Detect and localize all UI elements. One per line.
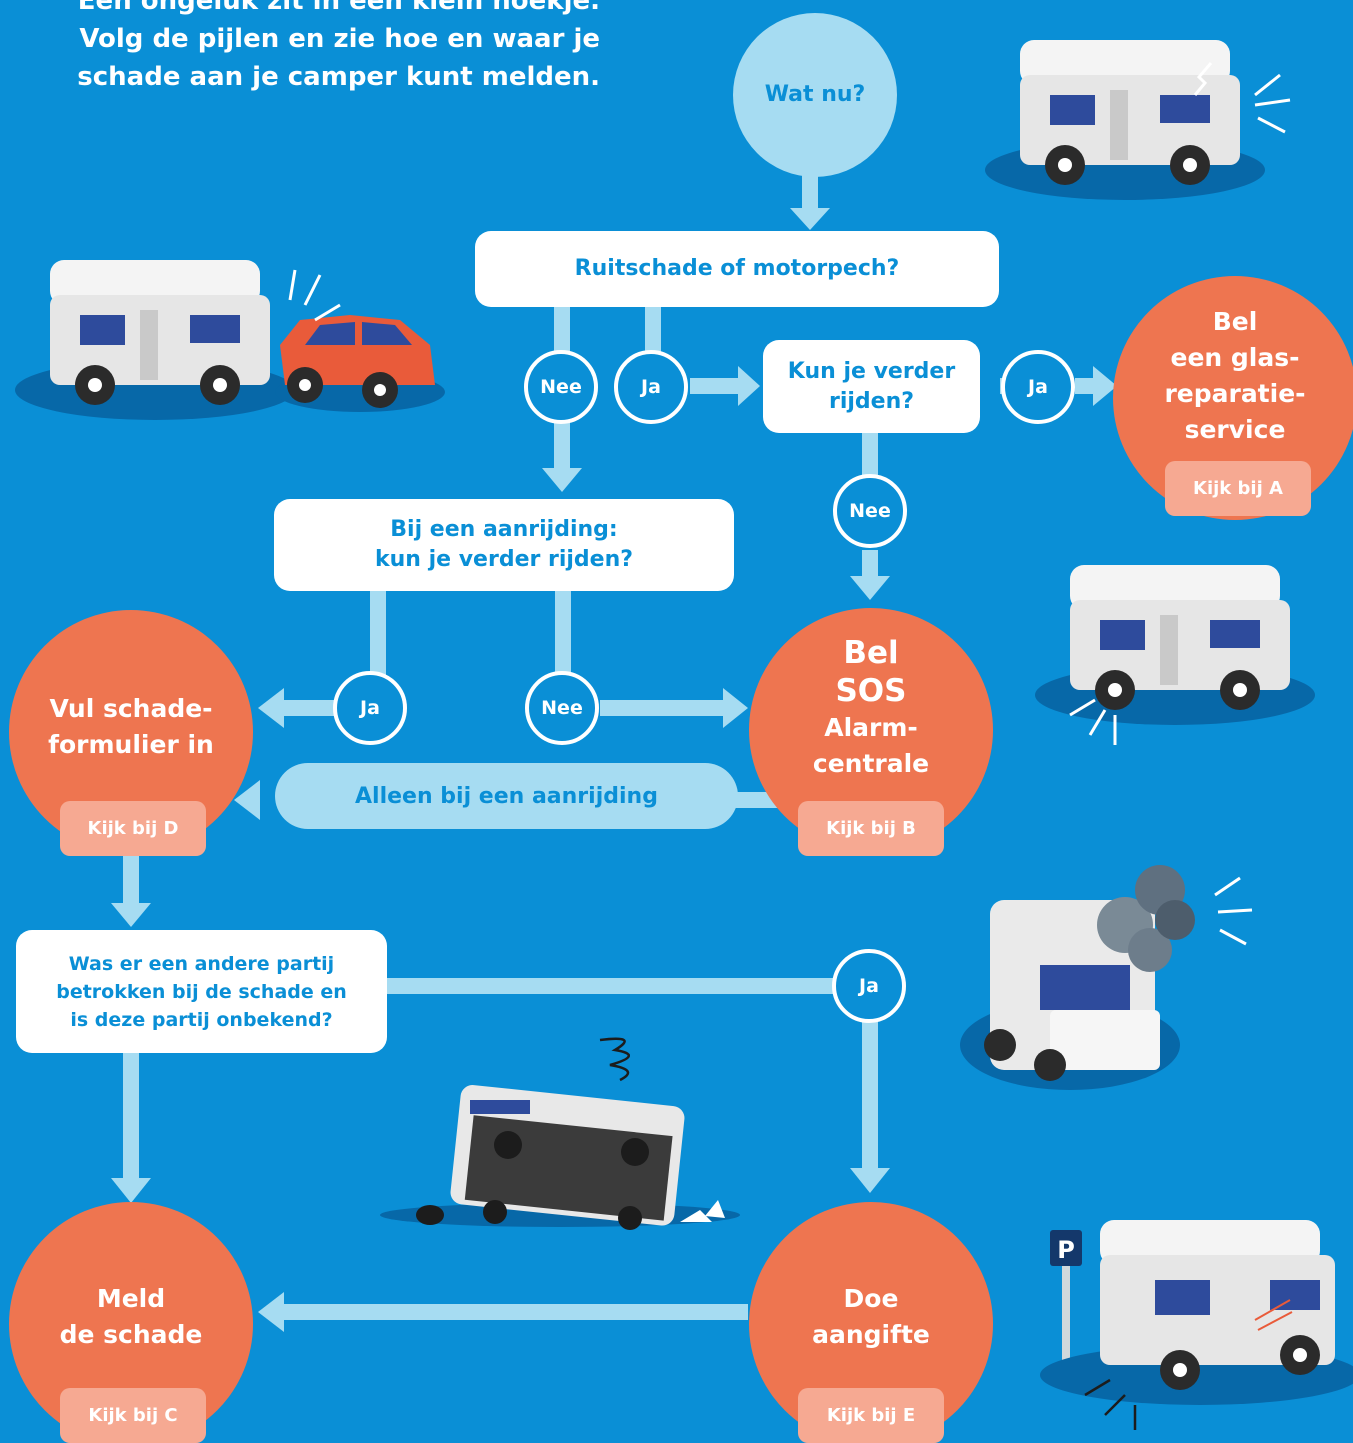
- answer-nee-3: Nee: [541, 697, 583, 719]
- question-4-line-1: Was er een andere partij: [68, 952, 335, 975]
- action-circle-d: [9, 610, 253, 854]
- question-box-2: [763, 340, 980, 433]
- question-box-3: [274, 499, 734, 591]
- tag-box-a: [1165, 461, 1311, 516]
- action-circle-b: [749, 608, 993, 852]
- action-circle-c: [9, 1202, 253, 1443]
- intro-line-3: schade aan je camper kunt melden.: [77, 62, 600, 92]
- action-c-line-1: Meld: [96, 1284, 166, 1313]
- camper-breakdown-illustration: [960, 865, 1253, 1090]
- action-a-line-4: service: [1184, 415, 1286, 444]
- question-3-line-2: kun je verder rijden?: [374, 547, 634, 572]
- action-a-line-1: Bel: [1212, 307, 1258, 336]
- answer-circles: [333, 350, 1075, 1023]
- arrowheads: [111, 208, 1117, 1332]
- answer-nee-2: Nee: [849, 500, 891, 522]
- camper-parking-illustration: P: [1040, 1220, 1353, 1430]
- start-circle: [733, 13, 897, 177]
- answer-ja-4: Ja: [859, 975, 879, 997]
- question-4-line-2: betrokken bij de schade en: [56, 980, 347, 1003]
- tag-d-label: Kijk bij D: [87, 818, 179, 839]
- action-circle-a: [1113, 276, 1353, 520]
- tag-box-c: [60, 1388, 206, 1443]
- tag-e-label: Kijk bij E: [826, 1405, 916, 1426]
- answer-circle-ja-4: [832, 949, 906, 1023]
- answer-circle-ja-2: [1001, 350, 1075, 424]
- collision-only-label: Alleen bij een aanrijding: [355, 783, 658, 809]
- question-3-label: Bij een aanrijding: kun je verder rijden…: [274, 499, 734, 591]
- camper-crack-illustration: [985, 40, 1291, 200]
- action-d-line-1: Vul schade-: [49, 694, 213, 723]
- question-box-4: [16, 930, 387, 1053]
- action-d-line-2: formulier in: [48, 730, 214, 759]
- answer-nee-1: Nee: [540, 376, 582, 398]
- question-3-line-1: Bij een aanrijding:: [390, 517, 618, 542]
- parking-sign-label: P: [1057, 1236, 1075, 1264]
- action-c-label: Meld de schade: [31, 1276, 231, 1358]
- tag-b-label: Kijk bij B: [826, 818, 916, 839]
- question-2-line-1: Kun je verder: [787, 359, 956, 384]
- question-1-label: Ruitschade of motorpech?: [574, 256, 900, 281]
- action-a-label: Bel een glas- reparatie- service: [1135, 296, 1335, 456]
- question-2-line-2: rijden?: [828, 389, 915, 414]
- action-b-line-1: Bel: [843, 635, 899, 671]
- intro-line-1: Een ongeluk zit in een klein hoekje.: [77, 0, 600, 16]
- tag-c-label: Kijk bij C: [88, 1405, 178, 1426]
- question-box-1: [475, 231, 999, 307]
- question-2-label: Kun je verder rijden?: [763, 342, 980, 432]
- action-b-label: Bel SOS Alarm- centrale: [771, 622, 971, 794]
- question-4-line-3: is deze partij onbekend?: [70, 1008, 333, 1031]
- answer-circle-nee-2: [833, 474, 907, 548]
- action-e-line-1: Doe: [843, 1284, 899, 1313]
- action-d-label: Vul schade- formulier in: [16, 686, 246, 768]
- action-a-line-2: een glas-: [1170, 343, 1300, 372]
- tag-box-e: [798, 1388, 944, 1443]
- action-e-line-2: aangifte: [812, 1320, 930, 1349]
- camper-collision-illustration: [15, 260, 445, 420]
- start-label: Wat nu?: [764, 82, 866, 107]
- answer-ja-2: Ja: [1028, 376, 1048, 398]
- action-b-line-4: centrale: [812, 749, 930, 778]
- action-b-line-2: SOS: [835, 673, 907, 709]
- answer-circle-nee-3: [525, 671, 599, 745]
- collision-only-pill: [275, 763, 738, 829]
- intro-text: Een ongeluk zit in een klein hoekje. Vol…: [0, 0, 600, 120]
- question-4-label: Was er een andere partij betrokken bij d…: [16, 930, 387, 1053]
- tag-a-label: Kijk bij A: [1193, 478, 1283, 499]
- action-c-line-2: de schade: [59, 1320, 203, 1349]
- camper-front-illustration: [1035, 565, 1315, 745]
- action-circle-e: [749, 1202, 993, 1443]
- answer-ja-1: Ja: [641, 376, 661, 398]
- action-a-line-3: reparatie-: [1164, 379, 1306, 408]
- intro-line-2: Volg de pijlen en zie hoe en waar je: [79, 24, 600, 54]
- tag-box-b: [798, 801, 944, 856]
- tag-box-d: [60, 801, 206, 856]
- answer-ja-3: Ja: [360, 697, 380, 719]
- action-e-label: Doe aangifte: [771, 1276, 971, 1358]
- answer-circle-nee-1: [524, 350, 598, 424]
- answer-circle-ja-1: [614, 350, 688, 424]
- action-b-line-3: Alarm-: [824, 713, 918, 742]
- answer-circle-ja-3: [333, 671, 407, 745]
- camper-overturned-illustration: [380, 1037, 740, 1230]
